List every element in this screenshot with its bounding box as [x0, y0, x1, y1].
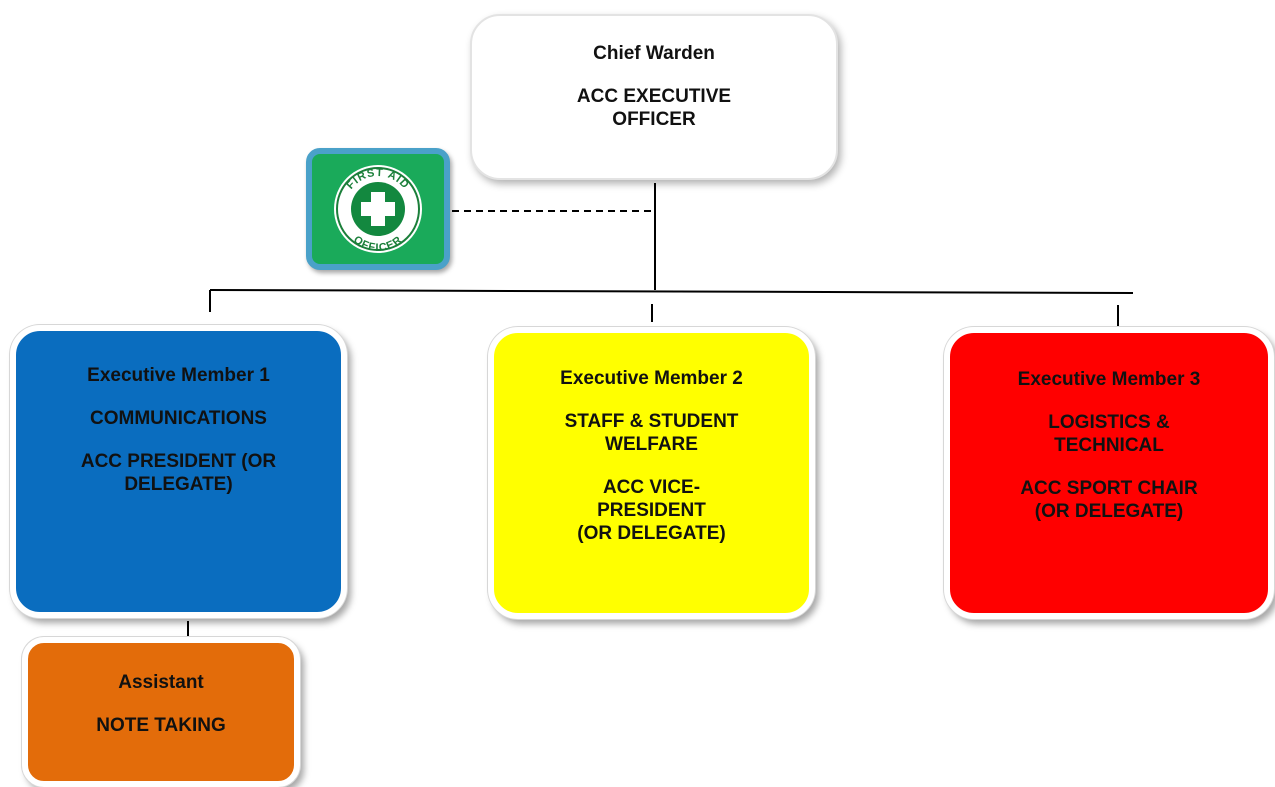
chief-warden-box: Chief Warden ACC EXECUTIVE OFFICER — [470, 14, 838, 180]
first-aid-cross-icon: FIRST AID OFFICER — [334, 165, 422, 255]
assistant-task: NOTE TAKING — [96, 715, 226, 736]
member2-area-line2: WELFARE — [605, 434, 698, 455]
member2-role-line2: PRESIDENT — [597, 500, 706, 521]
first-aid-text-bottom: OFFICER — [351, 234, 405, 255]
executive-member-3-box: Executive Member 3 LOGISTICS & TECHNICAL… — [944, 327, 1274, 619]
chief-title: Chief Warden — [593, 43, 715, 64]
member3-area-line1: LOGISTICS & — [1048, 412, 1170, 433]
member2-role-line1: ACC VICE- — [602, 477, 701, 498]
executive-member-2-box: Executive Member 2 STAFF & STUDENT WELFA… — [488, 327, 815, 619]
member3-role-line1: ACC SPORT CHAIR — [1020, 478, 1198, 499]
chief-role-line2: OFFICER — [612, 109, 696, 130]
member2-title: Executive Member 2 — [560, 368, 743, 389]
assistant-title: Assistant — [118, 672, 204, 693]
member3-title: Executive Member 3 — [1017, 369, 1201, 390]
member2-role-line3: (OR DELEGATE) — [577, 523, 726, 544]
chief-role-line1: ACC EXECUTIVE — [576, 86, 732, 107]
executive-member-1-box: Executive Member 1 COMMUNICATIONS ACC PR… — [10, 325, 347, 618]
member2-area-line1: STAFF & STUDENT — [564, 411, 739, 432]
member1-role-line1: ACC PRESIDENT (OR — [80, 451, 277, 472]
member1-role-line2: DELEGATE) — [124, 474, 233, 495]
assistant-box: Assistant NOTE TAKING — [22, 637, 300, 787]
member3-area-line2: TECHNICAL — [1054, 435, 1164, 456]
member3-role-line2: (OR DELEGATE) — [1034, 501, 1184, 522]
member1-area: COMMUNICATIONS — [90, 408, 267, 429]
horizontal-connector — [209, 289, 1134, 294]
first-aid-officer-badge: FIRST AID OFFICER — [306, 148, 450, 270]
member1-title: Executive Member 1 — [87, 365, 270, 386]
